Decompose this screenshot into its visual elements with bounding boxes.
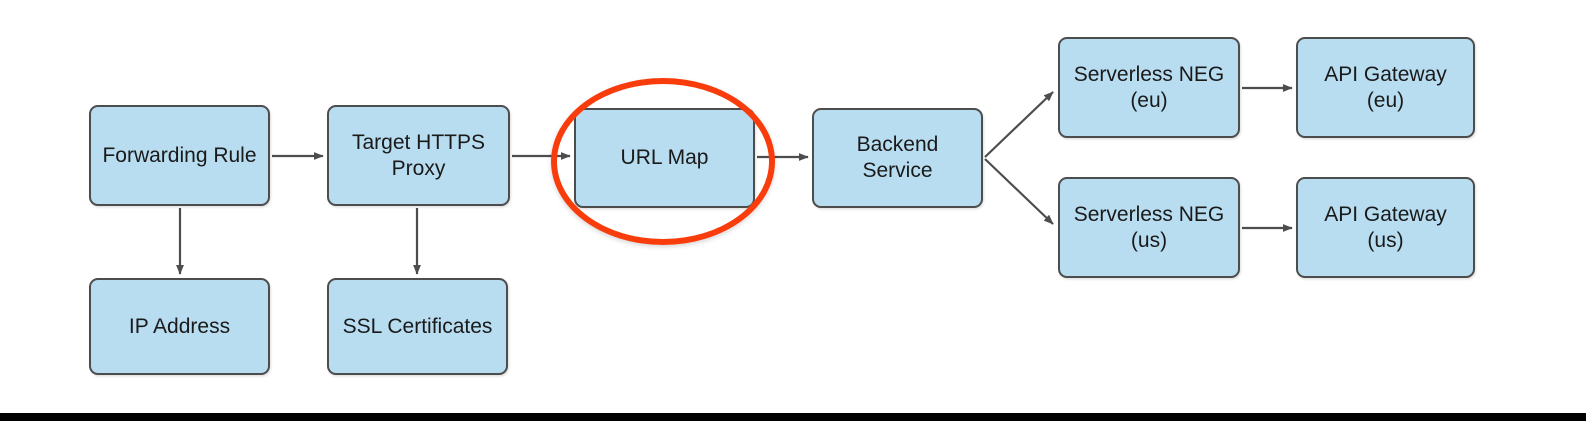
node-serverless-neg-eu[interactable]: Serverless NEG (eu) — [1058, 37, 1240, 138]
edge-backend-service-to-serverless-neg-eu — [984, 91, 1054, 158]
node-backend-service[interactable]: Backend Service — [812, 108, 983, 208]
node-label-forwarding-rule: Forwarding Rule — [102, 143, 257, 167]
node-label-target-https-proxy: Target HTTPS Proxy — [351, 130, 486, 180]
edge-backend-service-to-serverless-neg-us — [984, 158, 1054, 225]
node-api-gateway-eu[interactable]: API Gateway (eu) — [1296, 37, 1475, 138]
node-ssl-certificates[interactable]: SSL Certificates — [327, 278, 508, 375]
node-label-ip-address: IP Address — [128, 314, 231, 338]
bottom-divider-bar — [0, 413, 1586, 421]
node-target-https-proxy[interactable]: Target HTTPS Proxy — [327, 105, 510, 206]
node-label-serverless-neg-eu: Serverless NEG (eu) — [1073, 62, 1225, 112]
node-serverless-neg-us[interactable]: Serverless NEG (us) — [1058, 177, 1240, 278]
node-label-backend-service: Backend Service — [856, 133, 939, 182]
node-api-gateway-us[interactable]: API Gateway (us) — [1296, 177, 1475, 278]
node-label-api-gateway-us: API Gateway (us) — [1324, 202, 1447, 252]
node-label-serverless-neg-us: Serverless NEG (us) — [1073, 202, 1225, 252]
url-map-highlight-ellipse-annotation — [551, 78, 775, 245]
node-label-ssl-certificates: SSL Certificates — [342, 314, 493, 338]
node-forwarding-rule[interactable]: Forwarding Rule — [89, 105, 270, 206]
node-label-api-gateway-eu: API Gateway (eu) — [1324, 62, 1447, 112]
node-ip-address[interactable]: IP Address — [89, 278, 270, 375]
